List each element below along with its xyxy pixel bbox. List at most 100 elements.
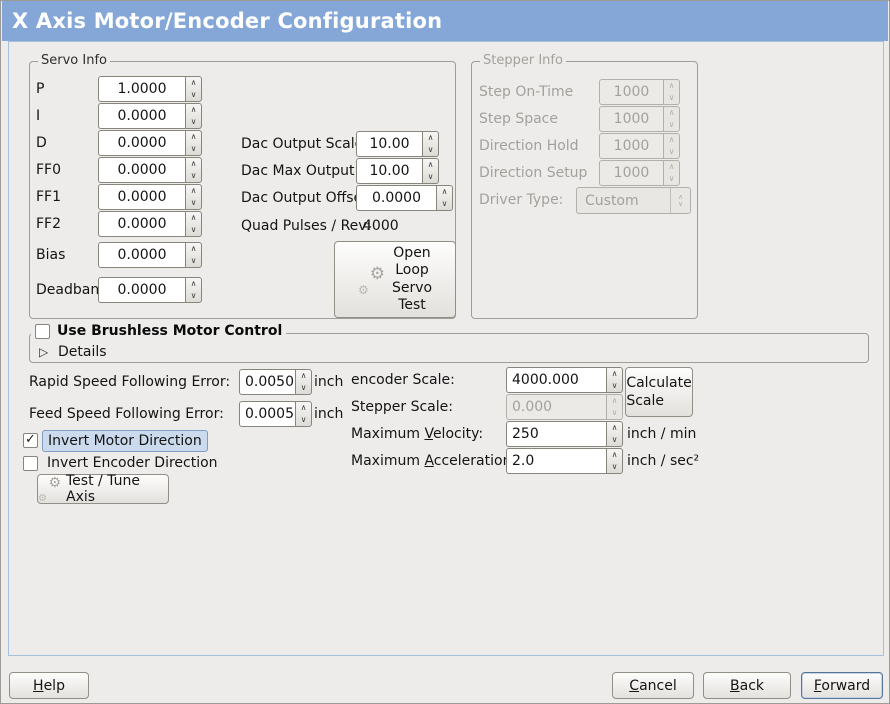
spin-down-icon[interactable]: ∨ xyxy=(611,462,618,471)
spin-up-icon[interactable]: ∧ xyxy=(190,105,197,114)
spin-up-icon[interactable]: ∧ xyxy=(190,213,197,222)
spin-up-icon[interactable]: ∧ xyxy=(611,369,618,378)
spin-down-icon[interactable]: ∨ xyxy=(427,145,434,154)
ff1-spinbox[interactable]: 0.0000 ∧∨ xyxy=(98,184,202,210)
rapid-error-input[interactable]: 0.0050 xyxy=(239,369,295,395)
expander-triangle-icon[interactable]: ▷ xyxy=(39,345,49,359)
p-label: P xyxy=(36,81,45,97)
spin-up-icon[interactable]: ∧ xyxy=(611,423,618,432)
feed-error-input[interactable]: 0.0005 xyxy=(239,401,295,427)
servo-info-frame-label: Servo Info xyxy=(38,53,110,68)
check-icon: ✓ xyxy=(25,432,36,447)
max-accel-input[interactable]: 2.0 xyxy=(506,448,606,474)
spin-down-icon[interactable]: ∨ xyxy=(300,415,307,424)
spin-buttons[interactable]: ∧∨ xyxy=(185,103,202,129)
encoder-scale-spinbox[interactable]: 4000.000 ∧∨ xyxy=(506,367,623,393)
d-input[interactable]: 0.0000 xyxy=(98,130,185,156)
i-input[interactable]: 0.0000 xyxy=(98,103,185,129)
p-input[interactable]: 1.0000 xyxy=(98,76,185,102)
spin-up-icon[interactable]: ∧ xyxy=(427,160,434,169)
cancel-button[interactable]: Cancel xyxy=(612,672,694,699)
bias-input[interactable]: 0.0000 xyxy=(98,242,185,268)
spin-buttons[interactable]: ∧∨ xyxy=(422,131,439,157)
help-button-label: Help xyxy=(33,677,65,694)
spin-up-icon[interactable]: ∧ xyxy=(441,187,448,196)
spin-up-icon[interactable]: ∧ xyxy=(611,450,618,459)
p-spinbox[interactable]: 1.0000 ∧∨ xyxy=(98,76,202,102)
spin-down-icon[interactable]: ∨ xyxy=(190,117,197,126)
ff2-input[interactable]: 0.0000 xyxy=(98,211,185,237)
deadband-spinbox[interactable]: 0.0000 ∧∨ xyxy=(98,277,202,303)
spin-up-icon[interactable]: ∧ xyxy=(190,186,197,195)
ff1-input[interactable]: 0.0000 xyxy=(98,184,185,210)
dac-output-scale-spinbox[interactable]: 10.00 ∧∨ xyxy=(356,131,439,157)
spin-down-icon[interactable]: ∨ xyxy=(190,225,197,234)
spin-down-icon[interactable]: ∨ xyxy=(427,172,434,181)
feed-error-spinbox[interactable]: 0.0005 ∧∨ xyxy=(239,401,312,427)
spin-up-icon[interactable]: ∧ xyxy=(190,159,197,168)
spin-down-icon[interactable]: ∨ xyxy=(190,198,197,207)
d-spinbox[interactable]: 0.0000 ∧∨ xyxy=(98,130,202,156)
calculate-scale-button[interactable]: Calculate Scale xyxy=(625,367,693,417)
invert-motor-label[interactable]: Invert Motor Direction xyxy=(42,430,208,452)
spin-up-icon[interactable]: ∧ xyxy=(300,403,307,412)
spin-buttons[interactable]: ∧∨ xyxy=(606,421,623,447)
i-spinbox[interactable]: 0.0000 ∧∨ xyxy=(98,103,202,129)
spin-up-icon[interactable]: ∧ xyxy=(190,78,197,87)
dac-max-output-spinbox[interactable]: 10.00 ∧∨ xyxy=(356,158,439,184)
spin-buttons[interactable]: ∧∨ xyxy=(185,211,202,237)
spin-buttons[interactable]: ∧∨ xyxy=(606,367,623,393)
spin-down-icon[interactable]: ∨ xyxy=(441,199,448,208)
spin-up-icon[interactable]: ∧ xyxy=(190,279,197,288)
spin-buttons[interactable]: ∧∨ xyxy=(185,277,202,303)
spin-down-icon[interactable]: ∨ xyxy=(190,90,197,99)
dac-output-scale-input[interactable]: 10.00 xyxy=(356,131,422,157)
ff1-label: FF1 xyxy=(36,189,62,205)
bias-spinbox[interactable]: 0.0000 ∧∨ xyxy=(98,242,202,268)
dac-max-output-input[interactable]: 10.00 xyxy=(356,158,422,184)
spin-down-icon: ∨ xyxy=(668,93,675,102)
spin-buttons[interactable]: ∧∨ xyxy=(185,242,202,268)
spin-buttons[interactable]: ∧∨ xyxy=(295,369,312,395)
max-accel-spinbox[interactable]: 2.0 ∧∨ xyxy=(506,448,623,474)
spin-down-icon[interactable]: ∨ xyxy=(300,383,307,392)
invert-encoder-label[interactable]: Invert Encoder Direction xyxy=(47,455,218,471)
spin-buttons[interactable]: ∧∨ xyxy=(185,130,202,156)
rapid-error-spinbox[interactable]: 0.0050 ∧∨ xyxy=(239,369,312,395)
spin-buttons[interactable]: ∧∨ xyxy=(185,76,202,102)
spin-up-icon[interactable]: ∧ xyxy=(190,244,197,253)
spin-down-icon[interactable]: ∨ xyxy=(611,435,618,444)
max-velocity-input[interactable]: 250 xyxy=(506,421,606,447)
spin-buttons[interactable]: ∧∨ xyxy=(185,157,202,183)
spin-buttons[interactable]: ∧∨ xyxy=(606,448,623,474)
back-button[interactable]: Back xyxy=(703,672,791,699)
open-loop-servo-test-button[interactable]: ⚙ ⚙ Open Loop Servo Test xyxy=(334,241,456,318)
ff2-spinbox[interactable]: 0.0000 ∧∨ xyxy=(98,211,202,237)
use-brushless-checkbox[interactable] xyxy=(35,323,50,339)
spin-up-icon[interactable]: ∧ xyxy=(190,132,197,141)
spin-down-icon[interactable]: ∨ xyxy=(190,256,197,265)
ff0-input[interactable]: 0.0000 xyxy=(98,157,185,183)
spin-down-icon[interactable]: ∨ xyxy=(190,171,197,180)
spin-up-icon[interactable]: ∧ xyxy=(427,133,434,142)
spin-down-icon[interactable]: ∨ xyxy=(190,144,197,153)
details-expander-label[interactable]: Details xyxy=(58,344,107,360)
dac-output-offset-input[interactable]: 0.0000 xyxy=(356,185,436,211)
ff0-spinbox[interactable]: 0.0000 ∧∨ xyxy=(98,157,202,183)
encoder-scale-input[interactable]: 4000.000 xyxy=(506,367,606,393)
spin-buttons[interactable]: ∧∨ xyxy=(436,185,453,211)
spin-buttons[interactable]: ∧∨ xyxy=(185,184,202,210)
spin-buttons[interactable]: ∧∨ xyxy=(422,158,439,184)
spin-up-icon[interactable]: ∧ xyxy=(300,371,307,380)
invert-motor-checkbox[interactable]: ✓ xyxy=(23,432,38,448)
spin-down-icon[interactable]: ∨ xyxy=(190,291,197,300)
test-tune-axis-button[interactable]: ⚙ ⚙ Test / Tune Axis xyxy=(37,473,169,505)
help-button[interactable]: Help xyxy=(9,672,89,699)
invert-encoder-checkbox[interactable] xyxy=(23,456,38,471)
dac-output-offset-spinbox[interactable]: 0.0000 ∧∨ xyxy=(356,185,453,211)
max-velocity-spinbox[interactable]: 250 ∧∨ xyxy=(506,421,623,447)
spin-down-icon[interactable]: ∨ xyxy=(611,381,618,390)
forward-button[interactable]: Forward xyxy=(801,672,883,699)
deadband-input[interactable]: 0.0000 xyxy=(98,277,185,303)
spin-buttons[interactable]: ∧∨ xyxy=(295,401,312,427)
